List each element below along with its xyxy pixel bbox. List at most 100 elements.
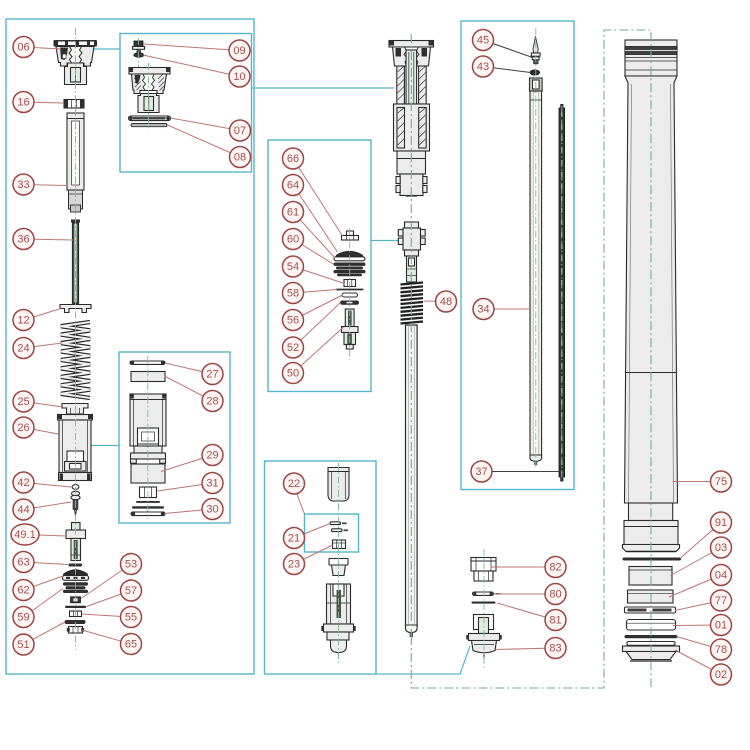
link-adjuster-to-base [376, 645, 471, 675]
callout-06: 06 [12, 35, 62, 59]
callout-12: 12 [12, 308, 62, 332]
callout-label-50: 50 [287, 368, 299, 380]
callout-label-80: 80 [549, 589, 561, 601]
callout-07: 07 [170, 117, 252, 142]
callout-91: 91 [680, 511, 733, 558]
callout-label-29: 29 [206, 450, 218, 462]
callout-bubble-36 [12, 227, 35, 251]
callout-50: 50 [281, 326, 344, 385]
callout-62: 62 [12, 575, 64, 602]
callout-bubble-91 [709, 511, 733, 534]
callout-60: 60 [281, 227, 335, 265]
callout-bubble-29 [201, 443, 224, 467]
callout-label-91: 91 [715, 517, 727, 529]
callout-bubble-26 [12, 416, 35, 439]
callout-label-64: 64 [287, 180, 299, 192]
part-21-pin-set [329, 521, 349, 533]
callout-bubble-52 [281, 336, 305, 359]
callout-27: 27 [164, 362, 224, 386]
callout-01: 01 [672, 613, 733, 637]
callout-label-61: 61 [287, 207, 299, 219]
group-centerlines [75, 28, 652, 689]
group-callouts: 0616333612242526424449.16362595153575565… [10, 28, 733, 686]
part-24-main-spring [60, 319, 91, 401]
group-cap-detail [119, 32, 253, 173]
leader-09 [143, 43, 240, 51]
callout-label-42: 42 [17, 477, 29, 489]
callout-bubble-45 [471, 28, 495, 52]
part-64-dome-washer [336, 250, 363, 257]
callout-label-65: 65 [125, 639, 137, 651]
callout-bubble-49.1 [10, 523, 40, 546]
callout-53: 53 [80, 552, 143, 599]
part-04-spacer [626, 589, 674, 604]
callout-label-59: 59 [17, 612, 29, 624]
callout-37: 37 [470, 460, 559, 483]
group-rods [460, 20, 575, 491]
callout-bubble-75 [709, 470, 733, 493]
callout-45: 45 [471, 28, 533, 58]
callout-label-62: 62 [17, 585, 29, 597]
callout-bubble-09 [228, 39, 251, 62]
callout-bubble-21 [282, 526, 306, 550]
callout-bubble-43 [471, 55, 495, 78]
part-52-washer [340, 300, 359, 305]
callout-label-08: 08 [234, 152, 246, 164]
part-26-cartridge-body [56, 413, 94, 482]
part-07-ring-nut [127, 115, 172, 122]
leader-64 [292, 184, 338, 253]
callout-bubble-59 [12, 605, 35, 629]
callout-83: 83 [495, 636, 567, 660]
callout-23: 23 [282, 544, 333, 576]
callout-label-78: 78 [715, 644, 727, 656]
part-91-stop-ring [622, 557, 681, 561]
callout-label-07: 07 [234, 125, 246, 137]
callout-label-44: 44 [17, 504, 29, 516]
callout-label-81: 81 [549, 615, 561, 627]
callout-81: 81 [496, 602, 567, 632]
group-frames [5, 18, 575, 675]
leader-50 [292, 326, 344, 374]
callout-label-57: 57 [125, 585, 137, 597]
callout-66: 66 [281, 147, 343, 237]
callout-16: 16 [12, 90, 64, 114]
callout-61: 61 [281, 200, 336, 259]
callout-36: 36 [12, 227, 74, 251]
callout-label-03: 03 [715, 542, 727, 554]
leader-08 [167, 124, 241, 158]
callout-label-34: 34 [477, 304, 489, 316]
callout-bubble-83 [544, 636, 567, 660]
axis-damper-to-tube [410, 29, 652, 689]
callout-label-24: 24 [17, 343, 29, 355]
callout-55: 55 [81, 605, 143, 629]
callout-bubble-82 [544, 555, 567, 579]
leader-07 [170, 117, 241, 131]
callout-58: 58 [281, 281, 338, 305]
part-51-washer [64, 620, 86, 624]
leader-10 [142, 54, 240, 77]
callout-bubble-61 [281, 200, 305, 224]
callout-label-10: 10 [233, 71, 245, 83]
callout-bubble-08 [228, 145, 252, 169]
callout-label-27: 27 [206, 369, 218, 381]
group-cartridge-detail [118, 351, 231, 524]
callout-label-82: 82 [549, 562, 561, 574]
callout-44: 44 [12, 498, 72, 521]
callout-bubble-48 [434, 290, 458, 313]
callout-bubble-64 [281, 173, 305, 197]
callout-label-45: 45 [477, 35, 489, 47]
callout-bubble-23 [282, 552, 306, 576]
callout-bubble-63 [12, 550, 35, 574]
callout-label-21: 21 [288, 533, 300, 545]
part-08-washer [130, 123, 168, 128]
callout-bubble-62 [12, 578, 35, 602]
callout-bubble-58 [281, 281, 305, 305]
callout-bubble-37 [470, 460, 493, 483]
callout-48: 48 [423, 290, 458, 313]
callout-54: 54 [281, 255, 345, 284]
callout-label-83: 83 [549, 643, 561, 655]
callout-label-66: 66 [287, 153, 299, 165]
callout-21: 21 [282, 523, 331, 550]
callout-label-23: 23 [288, 559, 300, 571]
